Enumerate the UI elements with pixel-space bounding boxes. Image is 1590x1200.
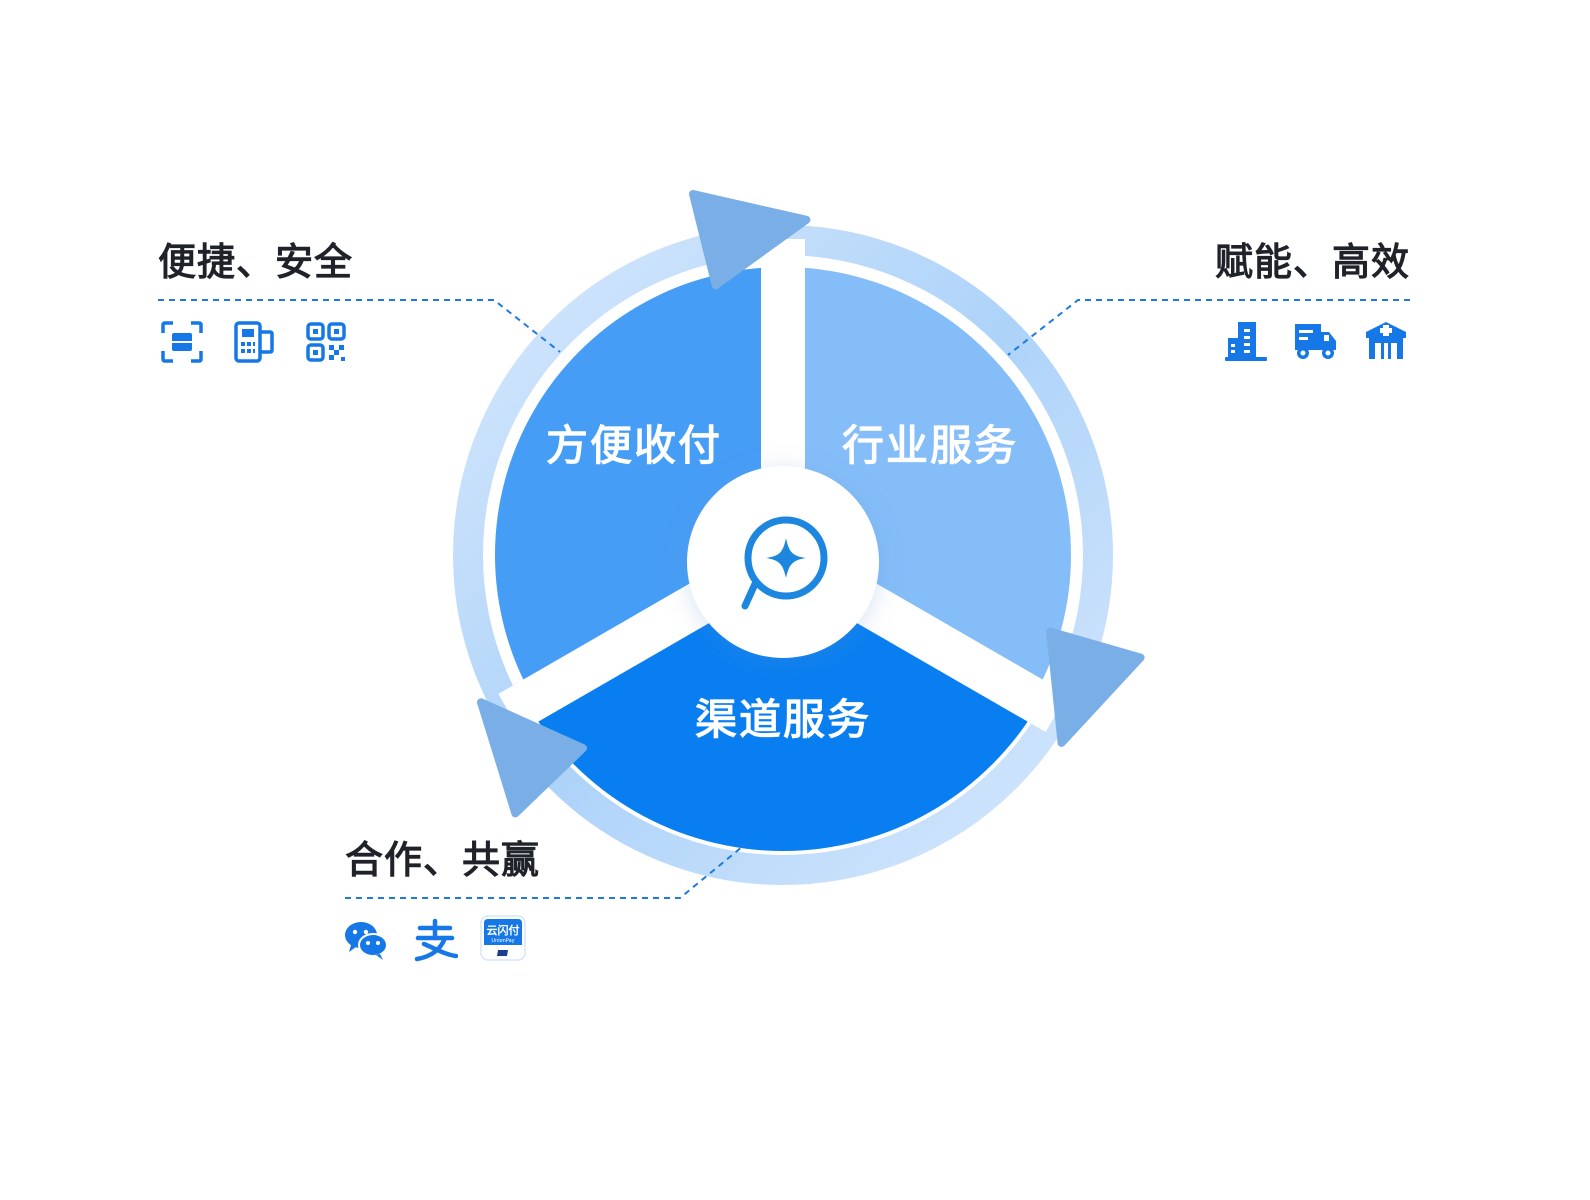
cycle-arrow-1 — [1046, 627, 1145, 747]
segment-label-convenient-payment: 方便收付 — [545, 421, 723, 470]
unionpay-cloud-icon: 云闪付 UnionPay — [480, 915, 526, 961]
leader-lines — [158, 299, 1410, 899]
callout-title-top-right: 赋能、高效 — [1214, 240, 1410, 284]
unionpay-sub-text: UnionPay — [491, 938, 514, 944]
callout-title-top-left: 便捷、安全 — [158, 240, 354, 284]
scan-icon — [160, 320, 204, 364]
delivery-truck-icon — [1294, 318, 1338, 362]
segment-label-channel-service: 渠道服务 — [694, 695, 872, 744]
hospital-icon — [1364, 318, 1408, 362]
arrows-group — [477, 190, 1145, 818]
building-icon — [1224, 318, 1268, 362]
leader-line-top-left — [158, 299, 561, 353]
cycle-arrow-2 — [477, 698, 588, 818]
brand-logo-icon — [741, 516, 828, 610]
leader-line-bottom-left — [345, 841, 749, 899]
pos-terminal-icon — [232, 320, 276, 364]
qr-code-icon — [304, 320, 348, 364]
segment-label-industry-service: 行业服务 — [841, 421, 1019, 470]
wechat-pay-icon — [344, 918, 388, 962]
callout-title-bottom-left: 合作、共赢 — [345, 838, 541, 882]
unionpay-cloud-text: 云闪付 — [487, 923, 520, 937]
leader-line-top-right — [1007, 299, 1410, 356]
alipay-icon — [414, 918, 458, 962]
cycle-arrow-0 — [689, 190, 811, 290]
